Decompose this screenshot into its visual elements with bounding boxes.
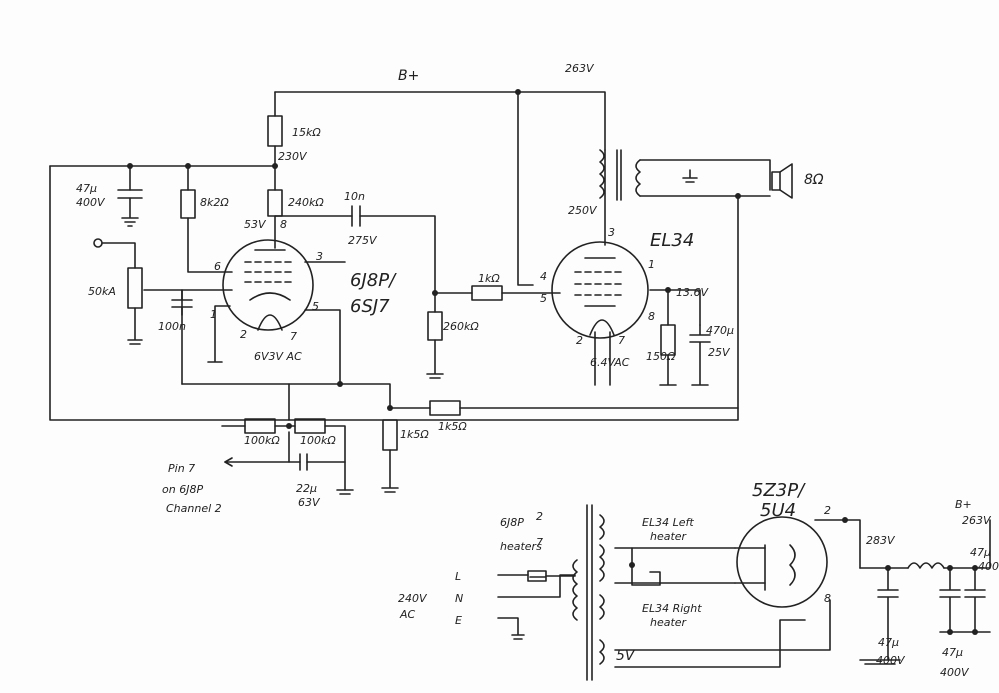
- r1k5b-label: 1k5Ω: [438, 420, 467, 433]
- rect1-label: 5Z3P/: [752, 480, 806, 501]
- pin7note1-label: Pin 7: [168, 462, 195, 475]
- heat2-label: 6.4VAC: [590, 356, 630, 369]
- rect2-label: 5U4: [760, 500, 796, 521]
- r1k5a-label: 1k5Ω: [400, 428, 429, 441]
- tube-el34: [551, 241, 649, 339]
- v263b-label: 263V: [962, 514, 992, 527]
- c47b-label: 47µ: [970, 546, 991, 559]
- junctions: [127, 89, 978, 635]
- mainsN-label: N: [455, 592, 463, 605]
- c47dv-label: 400V: [940, 666, 970, 679]
- v136-label: 13.6V: [676, 286, 709, 299]
- v5-label: 5V: [616, 648, 636, 664]
- r8k2-label: 8k2Ω: [200, 196, 229, 209]
- pin7note2-label: on 6J8P: [162, 483, 203, 496]
- pin2b-label: 2: [576, 334, 583, 347]
- pin6-label: 6: [214, 260, 221, 273]
- pin7note3-label: Channel 2: [166, 502, 222, 515]
- r260k-label: 260kΩ: [443, 320, 479, 333]
- c47c-label: 47µ: [878, 636, 899, 649]
- pin5b-label: 5: [540, 292, 547, 305]
- bplus2-label: B+: [955, 498, 972, 511]
- c22v-label: 63V: [298, 496, 321, 509]
- tube-6j8p: [222, 239, 314, 331]
- pin3b-label: 3: [608, 226, 615, 239]
- el34r1-label: EL34 Right: [642, 602, 702, 615]
- pin7b-label: 7: [618, 334, 625, 347]
- c470v-label: 25V: [708, 346, 731, 359]
- c47v-label: 400V: [76, 196, 106, 209]
- pin7a-label: 7: [290, 330, 297, 343]
- v275-label: 275V: [348, 234, 378, 247]
- heat1-label: 6V3V AC: [254, 350, 302, 363]
- pin2-label: 2: [240, 328, 247, 341]
- el34l2-label: heater: [650, 530, 688, 543]
- c22-label: 22µ: [296, 482, 317, 495]
- r1k-label: 1kΩ: [478, 272, 500, 285]
- pin1-label: 1: [210, 308, 217, 321]
- v250-label: 250V: [568, 204, 598, 217]
- c47bv-label: 400V: [978, 560, 999, 573]
- spk-label: 8Ω: [804, 172, 824, 188]
- pot-label: 50kA: [88, 285, 116, 298]
- tube-rectifier: [734, 516, 828, 608]
- pin3-label: 3: [316, 250, 323, 263]
- r240k-label: 240kΩ: [288, 196, 324, 209]
- pin4-label: 4: [540, 270, 547, 283]
- r100k1-label: 100kΩ: [244, 434, 280, 447]
- tube1a-label: 6J8P/: [350, 270, 397, 291]
- mains2-label: AC: [399, 608, 416, 621]
- rpin8-label: 8: [824, 592, 831, 605]
- bplus-label: B+: [398, 68, 419, 84]
- v263-label: 263V: [565, 62, 595, 75]
- c470-label: 470µ: [706, 324, 734, 337]
- pin5a-label: 5: [312, 300, 319, 313]
- mains1-label: 240V: [398, 592, 428, 605]
- h7-label: 7: [536, 536, 543, 549]
- wires: [49, 91, 991, 681]
- h2-label: 2: [536, 510, 543, 523]
- c47-label: 47µ: [76, 182, 97, 195]
- heaters1-label: 6J8P: [500, 516, 524, 529]
- tube1b-label: 6SJ7: [350, 296, 390, 317]
- mainsL-label: L: [455, 570, 461, 583]
- tube2-label: EL34: [650, 230, 694, 251]
- v230-label: 230V: [278, 150, 308, 163]
- c10n-label: 10n: [344, 190, 365, 203]
- c47d-label: 47µ: [942, 646, 963, 659]
- mainsE-label: E: [455, 614, 462, 627]
- pin8b-label: 8: [648, 310, 655, 323]
- heaters2-label: heaters: [500, 540, 542, 553]
- el34l1-label: EL34 Left: [642, 516, 694, 529]
- rpin2-label: 2: [824, 504, 831, 517]
- labels: B+ 263V 15kΩ 230V 240kΩ 53V 8 47µ 400V 8…: [76, 62, 999, 679]
- pin8a-label: 8: [280, 218, 287, 231]
- el34r2-label: heater: [650, 616, 688, 629]
- v53-label: 53V: [244, 218, 267, 231]
- r15k-label: 15kΩ: [292, 126, 321, 139]
- pin1b-label: 1: [648, 258, 655, 271]
- v283-label: 283V: [866, 534, 896, 547]
- r150-label: 150Ω: [646, 350, 676, 363]
- r100k2-label: 100kΩ: [300, 434, 336, 447]
- c100n-label: 100n: [158, 320, 186, 333]
- c47cv-label: 400V: [876, 654, 906, 667]
